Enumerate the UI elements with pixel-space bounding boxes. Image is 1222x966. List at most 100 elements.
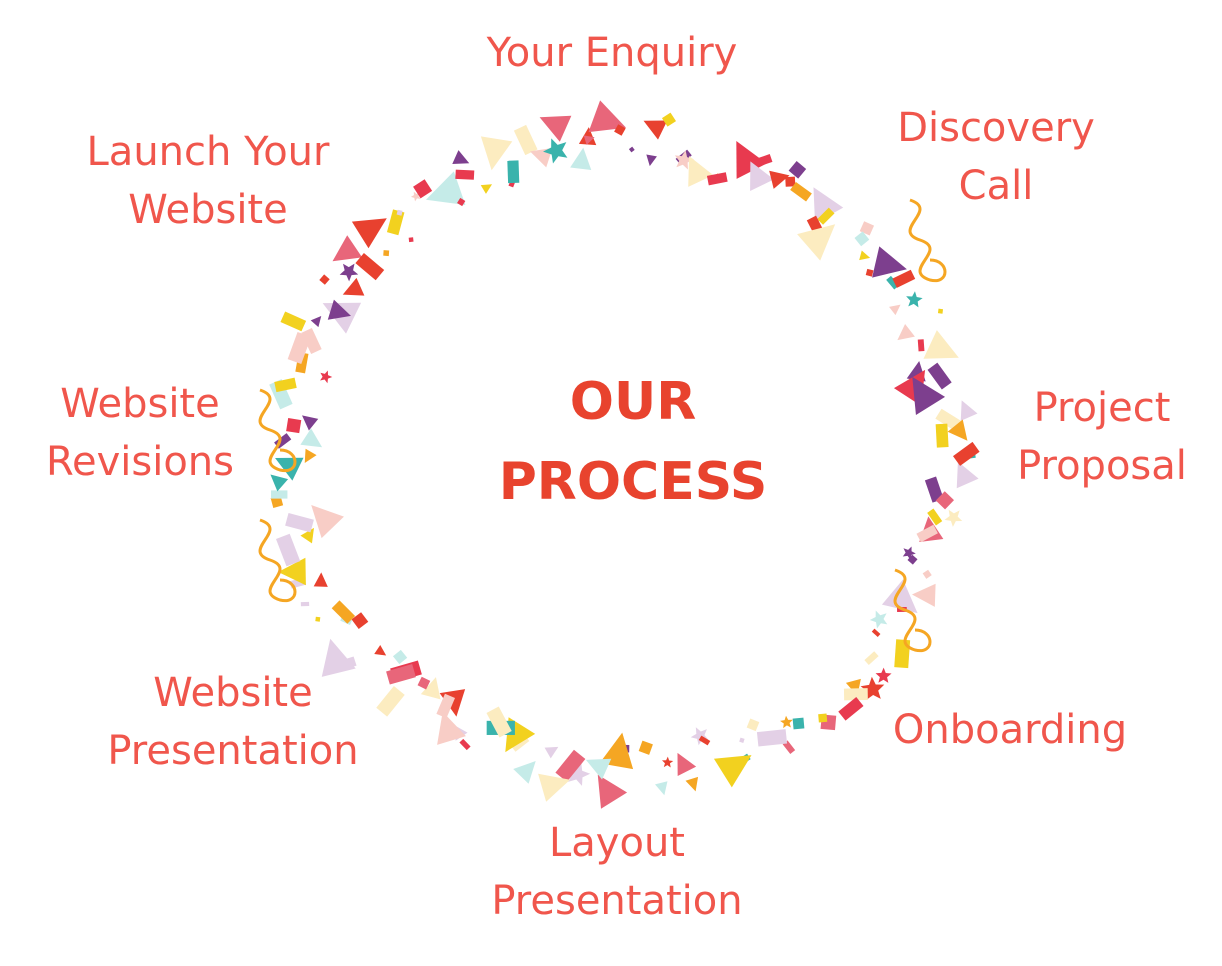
- confetti-star: [567, 762, 591, 786]
- confetti-triangle: [374, 645, 387, 656]
- confetti-strip: [455, 169, 475, 180]
- confetti-triangle: [956, 461, 979, 489]
- confetti-strip: [386, 209, 405, 236]
- confetti-triangle: [327, 299, 351, 320]
- confetti-star: [902, 546, 916, 560]
- confetti-strip: [301, 328, 322, 354]
- confetti-square: [457, 197, 466, 207]
- confetti-square: [865, 268, 874, 277]
- confetti-square: [315, 616, 321, 622]
- confetti-triangle: [583, 135, 595, 145]
- step-layout-presentation: Layout Presentation: [491, 814, 742, 930]
- step-label: Revisions: [45, 439, 235, 485]
- confetti-triangle: [425, 171, 466, 206]
- diagram-title: OUR PROCESS: [499, 362, 768, 522]
- confetti-triangle: [750, 161, 774, 192]
- confetti-square: [351, 612, 369, 629]
- confetti-strip: [894, 639, 911, 669]
- confetti-strip: [386, 664, 416, 685]
- confetti-triangle: [685, 776, 699, 792]
- confetti-square: [408, 237, 414, 243]
- confetti-strip: [817, 207, 835, 225]
- confetti-square: [739, 737, 745, 744]
- confetti-strip: [927, 362, 952, 390]
- confetti-strip: [924, 476, 944, 503]
- confetti-triangle: [342, 277, 365, 296]
- confetti-strip: [507, 160, 520, 184]
- step-label: Website: [60, 381, 220, 427]
- confetti-strip: [555, 749, 586, 782]
- confetti-triangle: [480, 184, 493, 194]
- confetti-strip: [355, 253, 385, 281]
- confetti-square: [922, 569, 932, 579]
- confetti-strip: [838, 697, 864, 721]
- confetti-star: [543, 138, 568, 164]
- title-line-2: PROCESS: [498, 452, 768, 512]
- confetti-strip: [756, 729, 788, 747]
- confetti-strip: [917, 339, 925, 352]
- step-website-presentation: Website Presentation: [107, 664, 358, 780]
- confetti-strip: [513, 124, 538, 156]
- confetti-triangle: [677, 752, 697, 777]
- step-label: Presentation: [107, 728, 359, 774]
- confetti-strip: [486, 706, 512, 738]
- confetti-triangle: [736, 141, 767, 179]
- confetti-strip: [790, 181, 812, 202]
- step-label: Website: [153, 670, 313, 716]
- confetti-triangle: [688, 155, 714, 187]
- confetti-triangle: [452, 150, 470, 164]
- confetti-triangle: [797, 224, 836, 261]
- confetti-strip: [274, 377, 297, 393]
- confetti-triangle: [643, 120, 668, 140]
- confetti-square: [792, 717, 805, 730]
- confetti-triangle: [655, 781, 668, 796]
- step-label: Onboarding: [892, 707, 1128, 753]
- confetti-strip: [953, 441, 980, 466]
- confetti-triangle: [311, 505, 344, 539]
- confetti-strip: [706, 172, 728, 186]
- confetti-star: [869, 610, 888, 629]
- confetti-strip: [280, 311, 307, 332]
- confetti-square: [859, 221, 875, 236]
- confetti-triangle: [513, 761, 536, 784]
- confetti-strip: [864, 651, 879, 665]
- confetti-square: [383, 250, 390, 257]
- confetti-triangle: [437, 711, 466, 745]
- step-discovery-call: Discovery Call: [897, 99, 1095, 215]
- confetti-triangle: [538, 773, 571, 802]
- step-label: Your Enquiry: [486, 30, 738, 76]
- confetti-star: [320, 370, 333, 384]
- confetti-square: [614, 124, 626, 136]
- confetti-triangle: [897, 323, 915, 341]
- confetti-streamer: [258, 388, 297, 473]
- confetti-triangle: [911, 583, 936, 607]
- confetti-star: [906, 291, 923, 308]
- confetti-strip: [892, 269, 916, 288]
- confetti-triangle: [813, 187, 844, 224]
- confetti-star: [875, 667, 892, 683]
- confetti-triangle: [859, 250, 871, 261]
- confetti-strip: [871, 628, 881, 637]
- confetti-strip: [331, 600, 356, 624]
- confetti-streamer: [893, 568, 932, 653]
- step-website-revisions: Website Revisions: [46, 375, 234, 491]
- confetti-triangle: [539, 115, 572, 142]
- confetti-triangle: [310, 316, 322, 328]
- confetti-square: [746, 718, 760, 732]
- step-label: Project: [1033, 385, 1171, 431]
- confetti-triangle: [769, 170, 790, 189]
- confetti-star: [690, 727, 709, 746]
- confetti-triangle: [713, 755, 752, 788]
- step-onboarding: Onboarding: [893, 701, 1127, 759]
- confetti-star: [661, 756, 674, 768]
- step-label: Launch Your: [86, 129, 330, 175]
- confetti-strip: [436, 693, 455, 719]
- confetti-triangle: [585, 758, 612, 780]
- confetti-square: [854, 231, 870, 247]
- confetti-streamer: [908, 198, 947, 283]
- confetti-strip: [698, 735, 711, 746]
- confetti-square: [785, 176, 796, 187]
- step-label: Proposal: [1017, 443, 1187, 489]
- step-label: Layout: [549, 820, 685, 866]
- confetti-strip: [843, 688, 868, 701]
